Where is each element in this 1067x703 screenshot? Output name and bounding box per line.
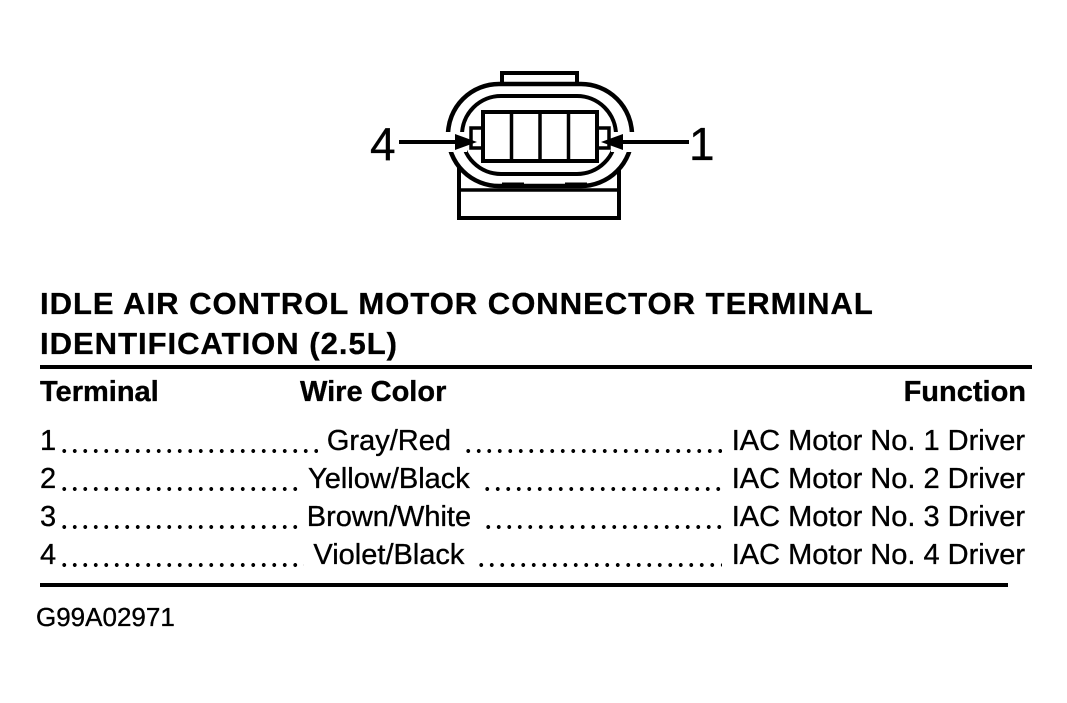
terminal-number: 4 bbox=[40, 539, 57, 571]
dot-leader bbox=[56, 485, 300, 491]
dot-leader bbox=[480, 523, 722, 529]
terminal-function: IAC Motor No. 1 Driver bbox=[731, 425, 1026, 457]
dot-leader bbox=[56, 447, 318, 453]
connector-diagram bbox=[399, 71, 689, 220]
terminal-function: IAC Motor No. 2 Driver bbox=[731, 463, 1026, 495]
terminal-number: 1 bbox=[40, 425, 57, 457]
dot-leader bbox=[56, 561, 305, 567]
wire-color: Gray/Red bbox=[326, 425, 451, 457]
table-row: 4 Violet/Black IAC Motor No. 4 Driver bbox=[40, 538, 1025, 572]
table-header-row: Terminal Wire Color Function bbox=[40, 375, 1026, 409]
pin-4-arrow bbox=[399, 134, 477, 150]
footer-rule bbox=[40, 583, 1008, 587]
section-title-line1: IDLE AIR CONTROL MOTOR CONNECTOR TERMINA… bbox=[40, 286, 874, 321]
wire-color: Brown/White bbox=[306, 501, 472, 533]
section-title-line2: IDENTIFICATION (2.5L) bbox=[40, 326, 398, 361]
dot-leader bbox=[478, 485, 722, 491]
wire-color: Yellow/Black bbox=[308, 463, 470, 495]
dot-leader bbox=[473, 561, 722, 567]
pin-1-arrow bbox=[601, 134, 689, 150]
terminal-number: 2 bbox=[40, 463, 57, 495]
column-header-terminal: Terminal bbox=[40, 376, 159, 408]
table-row: 2 Yellow/Black IAC Motor No. 2 Driver bbox=[40, 462, 1025, 496]
dot-leader bbox=[56, 523, 298, 529]
pin-4-label: 4 bbox=[370, 118, 396, 170]
terminal-number: 3 bbox=[40, 501, 57, 533]
pin-1-label: 1 bbox=[689, 118, 715, 170]
section-title: IDLE AIR CONTROL MOTOR CONNECTOR TERMINA… bbox=[40, 284, 1000, 364]
figure-id: G99A02971 bbox=[36, 602, 175, 632]
wire-color: Violet/Black bbox=[313, 539, 465, 571]
header-rule bbox=[40, 365, 1032, 369]
table-row: 1 Gray/Red IAC Motor No. 1 Driver bbox=[40, 424, 1025, 458]
dot-leader bbox=[459, 447, 722, 453]
column-header-function: Function bbox=[903, 376, 1026, 408]
table-row: 3 Brown/White IAC Motor No. 3 Driver bbox=[40, 500, 1025, 534]
column-header-wire-color: Wire Color bbox=[300, 376, 447, 408]
terminal-function: IAC Motor No. 4 Driver bbox=[731, 539, 1026, 571]
terminal-function: IAC Motor No. 3 Driver bbox=[731, 501, 1026, 533]
